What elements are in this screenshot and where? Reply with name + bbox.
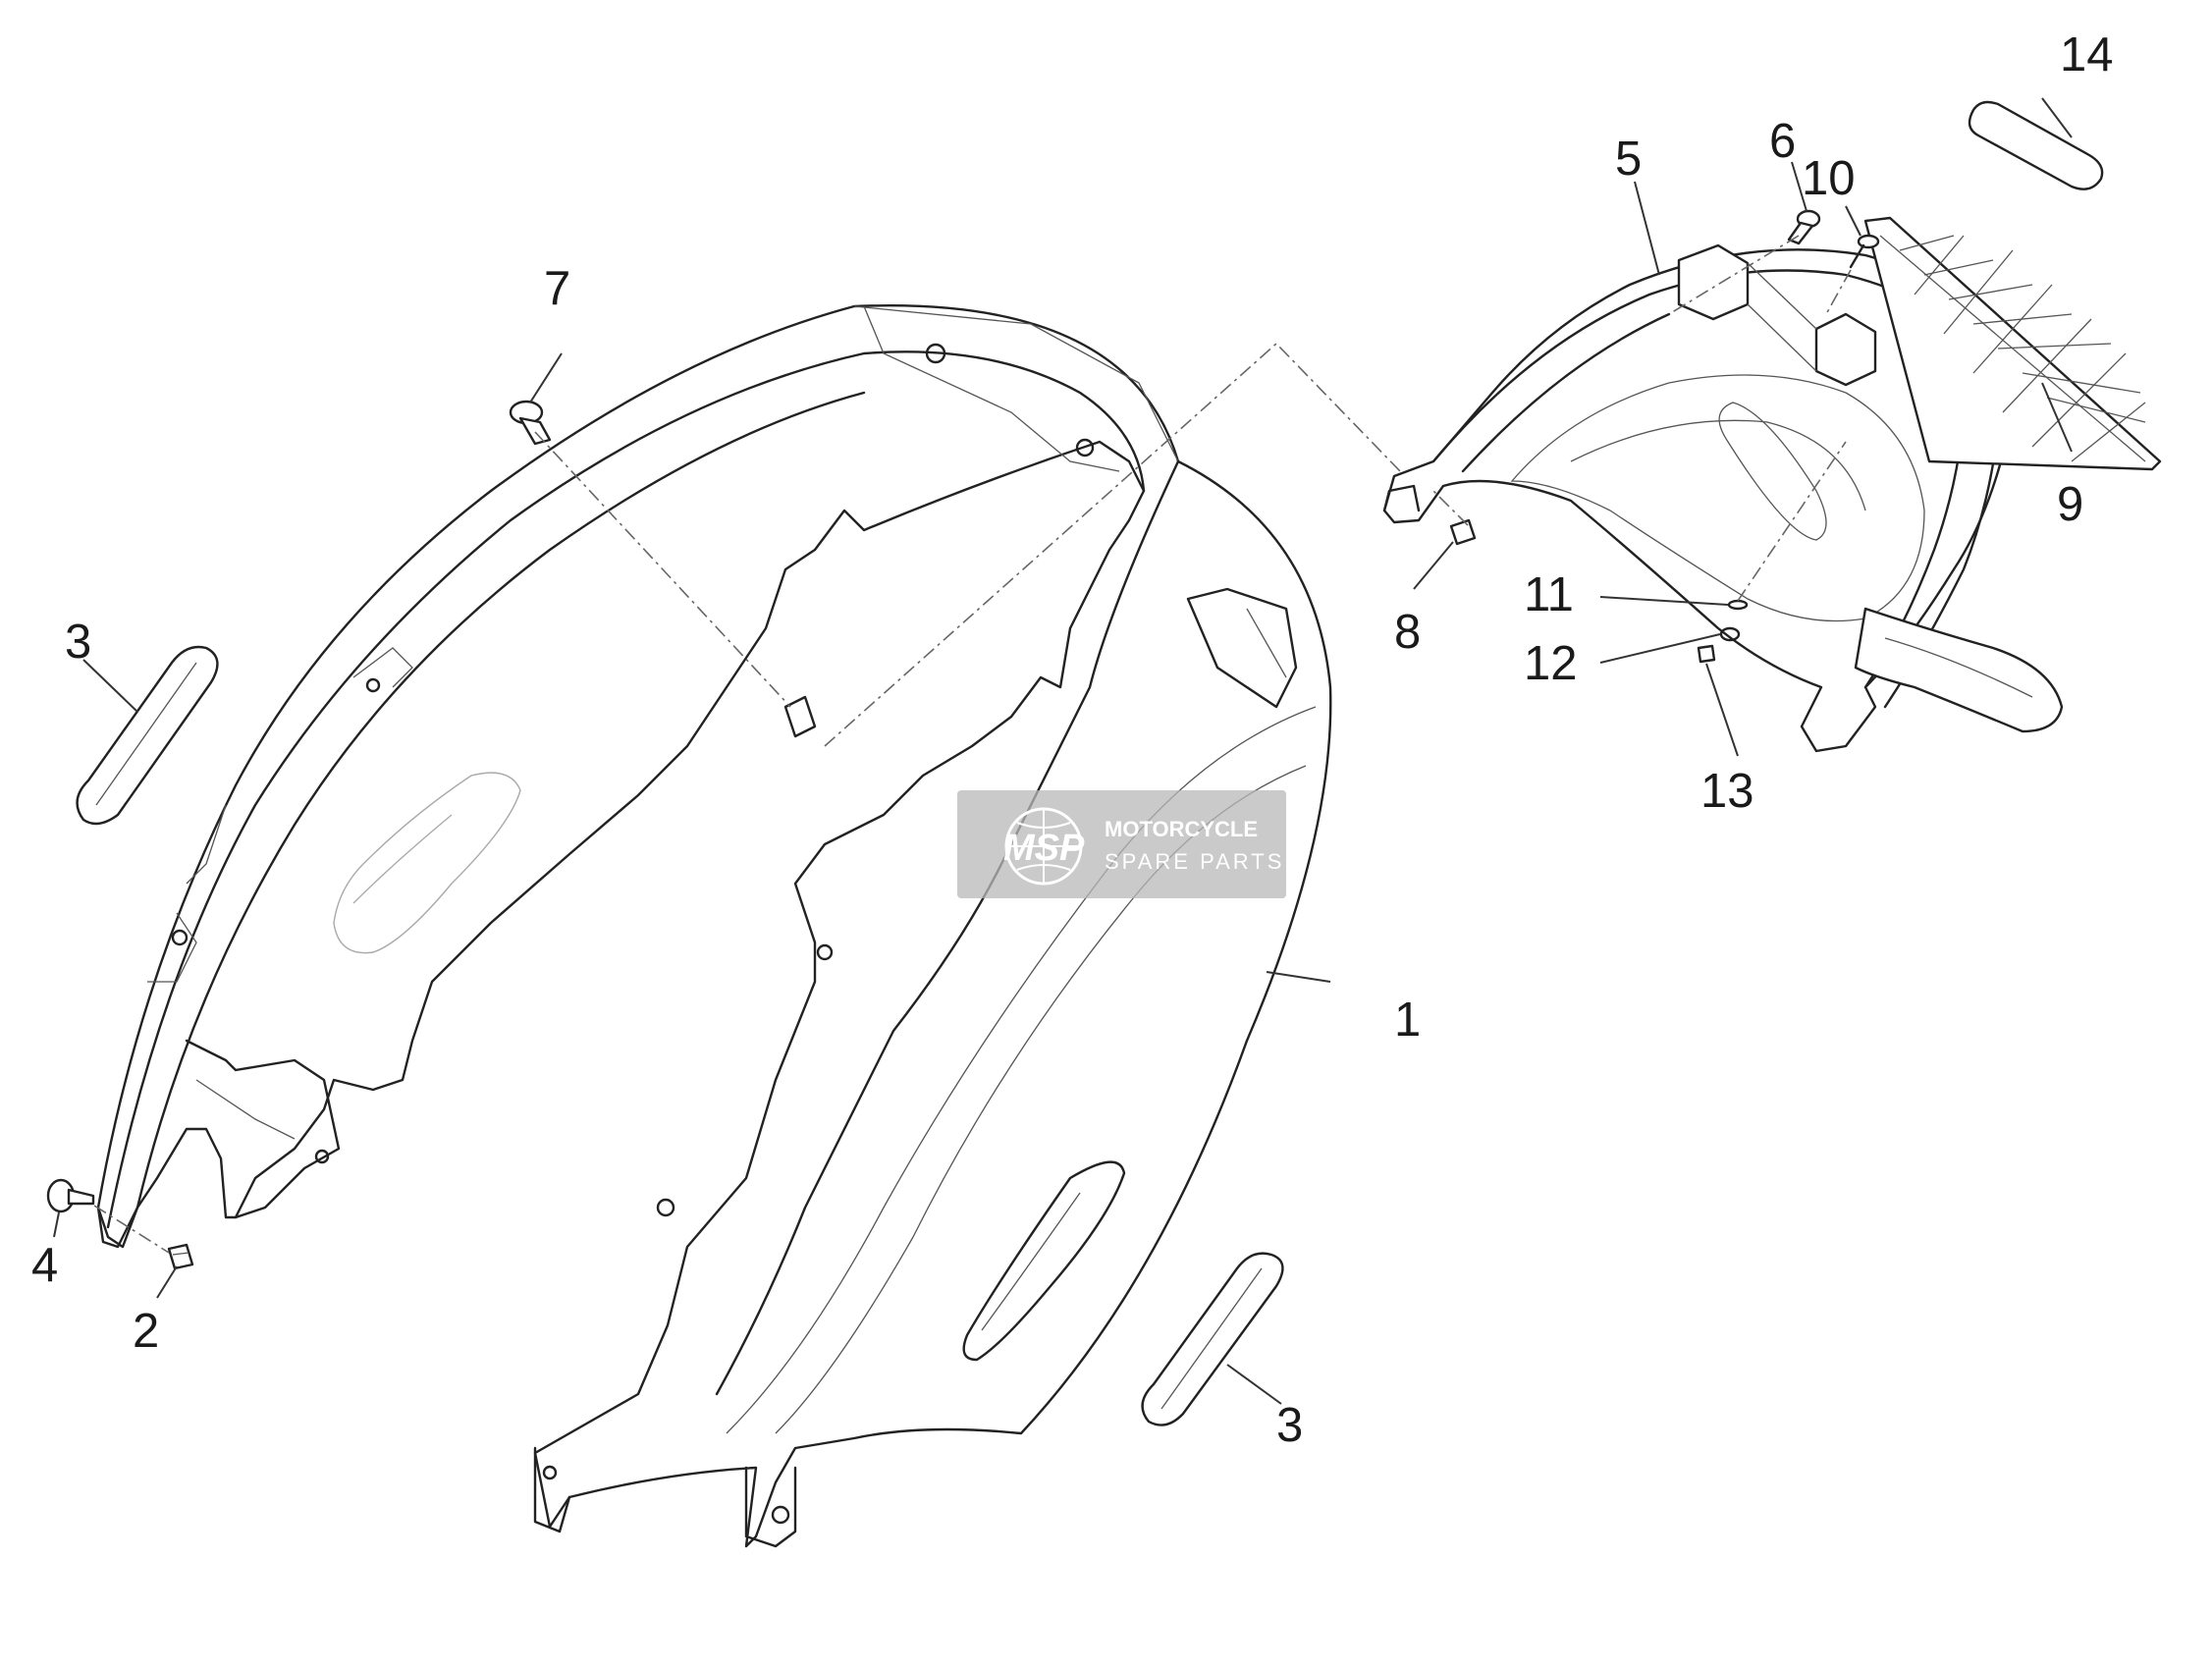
callout-5: 5 <box>1615 133 1642 186</box>
part-2-clip-nut <box>167 1243 194 1270</box>
part-12-washer <box>1719 626 1741 642</box>
part-14-emblem <box>1968 100 2104 190</box>
callout-6: 6 <box>1769 115 1796 168</box>
callout-2: 2 <box>133 1305 159 1358</box>
callout-14: 14 <box>2060 28 2114 81</box>
part-3-emblem-left <box>76 645 219 826</box>
callout-10: 10 <box>1802 152 1856 205</box>
part-4-screw <box>46 1178 95 1213</box>
callout-9: 9 <box>2057 478 2083 531</box>
part-3-emblem-bottom <box>1141 1252 1284 1426</box>
assembly-lines <box>93 235 1852 1254</box>
callout-3-bottom: 3 <box>1276 1399 1303 1452</box>
callout-labels: 1 2 3 3 4 5 6 7 8 9 10 11 12 13 14 <box>31 28 2114 1452</box>
callout-3-left: 3 <box>65 616 91 669</box>
part-10-screw <box>1849 234 1880 269</box>
callout-13: 13 <box>1700 765 1754 818</box>
part-8-clip <box>1449 518 1477 546</box>
watermark-line1: MOTORCYCLE <box>1105 817 1258 841</box>
watermark: MSP MOTORCYCLE SPARE PARTS <box>957 790 1286 898</box>
part-7-screw <box>509 400 552 446</box>
callout-11: 11 <box>1524 568 1574 621</box>
part-13-nut <box>1697 644 1716 664</box>
watermark-line2: SPARE PARTS <box>1105 849 1284 874</box>
callout-4: 4 <box>31 1239 58 1292</box>
callout-12: 12 <box>1524 637 1578 690</box>
callout-7: 7 <box>544 262 570 315</box>
part-1-rear-body-cover <box>96 304 1332 1548</box>
leader-lines <box>53 97 2073 1405</box>
callout-8: 8 <box>1394 606 1421 659</box>
part-5-luggage-rack <box>1382 243 2064 753</box>
part-9-rack-grille <box>1863 216 2162 471</box>
callout-1: 1 <box>1394 994 1421 1047</box>
watermark-logo: MSP <box>1003 828 1085 869</box>
